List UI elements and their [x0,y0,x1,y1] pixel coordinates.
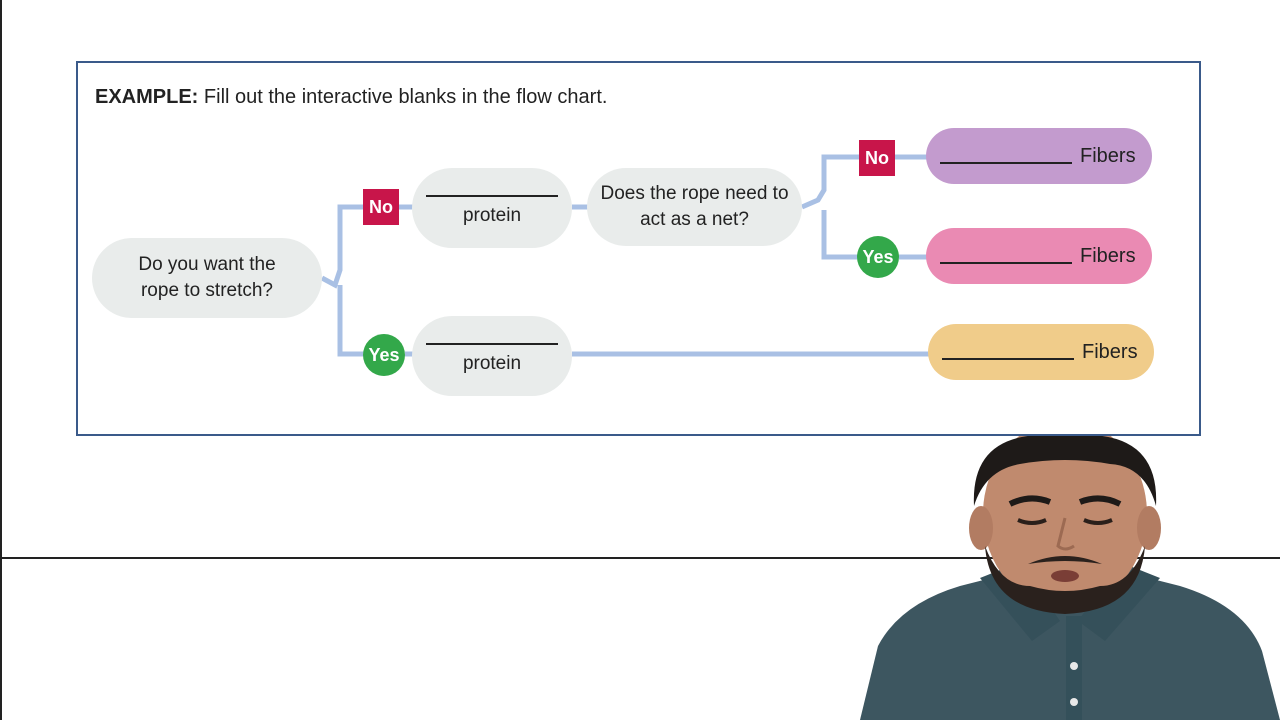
example-text: Fill out the interactive blanks in the f… [203,86,608,108]
blank-line[interactable] [942,358,1074,360]
blank-line[interactable] [940,262,1072,264]
fiber-blank-orange[interactable]: Fibers [928,324,1154,380]
presenter-eye [1017,518,1047,525]
no-tag: No [859,140,895,176]
page-divider [0,557,1280,559]
question-net-text: Does the rope need to act as a net? [600,183,789,230]
presenter-mouth [1051,570,1079,582]
fiber-blank-purple[interactable]: Fibers [926,128,1152,184]
connector-q2-bracket [800,154,860,260]
presenter-button [1070,698,1078,706]
presenter-nose [1056,517,1075,551]
blank-line[interactable] [940,162,1072,164]
fibers-label: Fibers [1082,340,1138,363]
page-left-border [0,0,2,720]
protein-label: protein [462,353,522,374]
question-net: Does the rope need to act as a net? [587,168,802,246]
presenter-ear [969,506,993,550]
presenter-moustache [1028,556,1102,564]
example-label: EXAMPLE: [95,86,199,108]
presenter-brow [1078,495,1122,507]
connector-q1-bracket [320,204,365,357]
presenter-brow [1008,495,1052,507]
presenter-collar [1078,562,1160,641]
presenter-beard [985,546,1145,614]
question-stretch-text: Do you want the rope to stretch? [138,254,276,301]
presenter-hair [973,436,1157,506]
example-instruction: EXAMPLE: Fill out the interactive blanks… [95,86,607,109]
fibers-label: Fibers [1080,244,1136,267]
presenter-video [860,436,1280,720]
protein-blank-bottom[interactable]: protein [412,316,572,396]
question-stretch: Do you want the rope to stretch? [92,238,322,318]
fiber-blank-pink[interactable]: Fibers [926,228,1152,284]
presenter-eye [1083,518,1113,525]
no-tag: No [363,189,399,225]
presenter-ear [1137,506,1161,550]
presenter-button [1070,662,1078,670]
protein-label: protein [462,205,522,226]
yes-tag: Yes [363,334,405,376]
blank-line[interactable] [426,195,558,197]
yes-tag: Yes [857,236,899,278]
fibers-label: Fibers [1080,144,1136,167]
blank-line[interactable] [426,343,558,345]
protein-blank-top[interactable]: protein [412,168,572,248]
